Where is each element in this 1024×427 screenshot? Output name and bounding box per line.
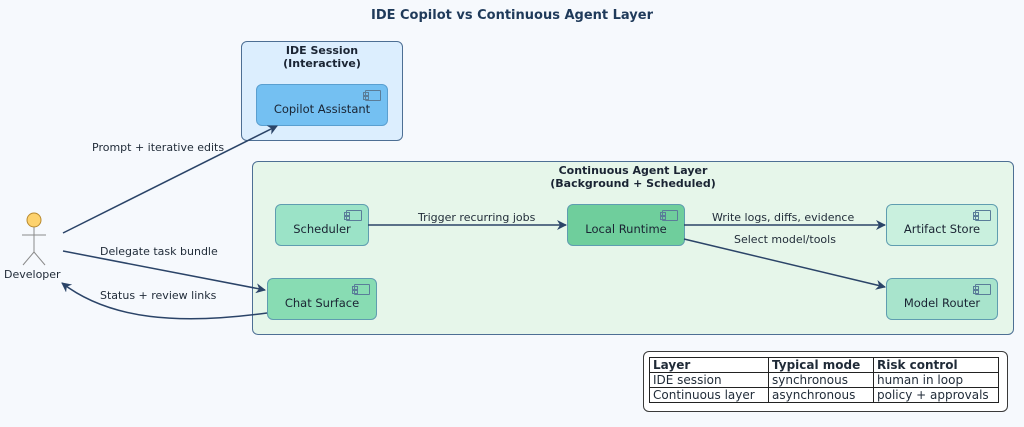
legend-cell: Continuous layer — [649, 387, 769, 403]
legend-cell: synchronous — [768, 372, 874, 388]
legend-row: IDE session synchronous human in loop — [649, 372, 999, 388]
diagram-title: IDE Copilot vs Continuous Agent Layer — [370, 8, 654, 23]
edge-label-select: Select model/tools — [734, 233, 836, 246]
local-runtime-label: Local Runtime — [585, 222, 667, 236]
edge-label-trigger: Trigger recurring jobs — [418, 211, 536, 224]
agent-layer-title-line2: (Background + Scheduled) — [550, 177, 716, 190]
legend-header-risk: Risk control — [873, 357, 999, 373]
local-runtime-node[interactable]: Local Runtime — [567, 204, 685, 246]
component-icon — [363, 90, 381, 101]
artifact-store-label: Artifact Store — [903, 222, 981, 236]
chat-surface-label: Chat Surface — [284, 296, 360, 310]
artifact-store-node[interactable]: Artifact Store — [886, 204, 998, 246]
ide-session-title-line2: (Interactive) — [283, 57, 361, 70]
agent-layer-title: Continuous Agent Layer (Background + Sch… — [253, 164, 1013, 190]
edge-label-write: Write logs, diffs, evidence — [712, 211, 855, 224]
component-icon — [973, 284, 991, 295]
edge-prompt — [62, 125, 278, 234]
model-router-node[interactable]: Model Router — [886, 278, 998, 320]
edge-label-status: Status + review links — [100, 289, 217, 302]
edge-label-delegate: Delegate task bundle — [100, 245, 218, 258]
developer-actor-icon[interactable] — [22, 212, 46, 266]
agent-layer-title-line1: Continuous Agent Layer — [558, 164, 708, 177]
edge-select — [683, 238, 886, 290]
legend-cell: human in loop — [873, 372, 999, 388]
component-icon — [660, 210, 678, 221]
model-router-label: Model Router — [903, 296, 981, 310]
edge-delegate — [62, 250, 266, 294]
legend-row: Continuous layer asynchronous policy + a… — [649, 387, 999, 403]
developer-label: Developer — [4, 268, 61, 281]
legend-box: Layer Typical mode Risk control IDE sess… — [643, 351, 1008, 412]
edge-status — [61, 282, 268, 320]
chat-surface-node[interactable]: Chat Surface — [267, 278, 377, 320]
legend-cell: asynchronous — [768, 387, 874, 403]
legend-cell: policy + approvals — [873, 387, 999, 403]
edge-label-prompt: Prompt + iterative edits — [92, 141, 225, 154]
legend-header-mode: Typical mode — [768, 357, 874, 373]
ide-session-title: IDE Session (Interactive) — [242, 44, 402, 70]
component-icon — [344, 210, 362, 221]
legend-header-layer: Layer — [649, 357, 769, 373]
legend-cell: IDE session — [649, 372, 769, 388]
copilot-assistant-node[interactable]: Copilot Assistant — [256, 84, 388, 126]
ide-session-title-line1: IDE Session — [285, 44, 359, 57]
legend-table: Layer Typical mode Risk control IDE sess… — [649, 357, 999, 403]
component-icon — [973, 210, 991, 221]
scheduler-label: Scheduler — [293, 222, 351, 236]
component-icon — [352, 284, 370, 295]
legend-header-row: Layer Typical mode Risk control — [649, 357, 999, 373]
copilot-assistant-label: Copilot Assistant — [273, 102, 371, 116]
